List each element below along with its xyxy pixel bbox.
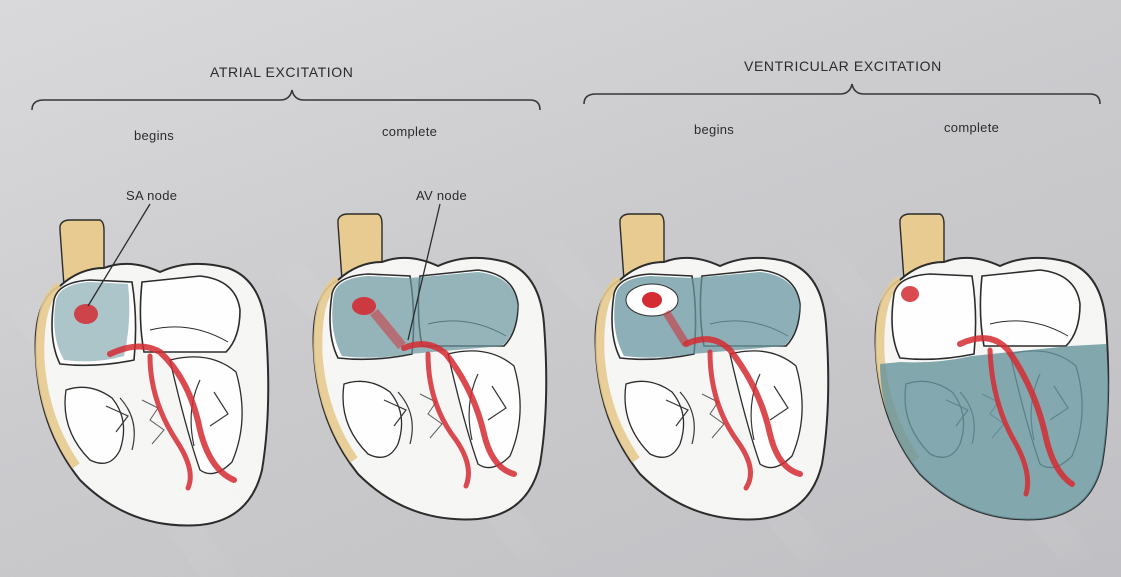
callout-av-node: AV node	[416, 188, 467, 203]
stage-label-atrial-begins: begins	[134, 128, 174, 143]
callout-sa-node: SA node	[126, 188, 177, 203]
stage-label-ventricular-begins: begins	[694, 122, 734, 137]
header-atrial-excitation: ATRIAL EXCITATION	[210, 64, 353, 80]
stage-label-atrial-complete: complete	[382, 124, 437, 139]
header-ventricular-excitation: VENTRICULAR EXCITATION	[744, 58, 942, 74]
stage-label-ventricular-complete: complete	[944, 120, 999, 135]
